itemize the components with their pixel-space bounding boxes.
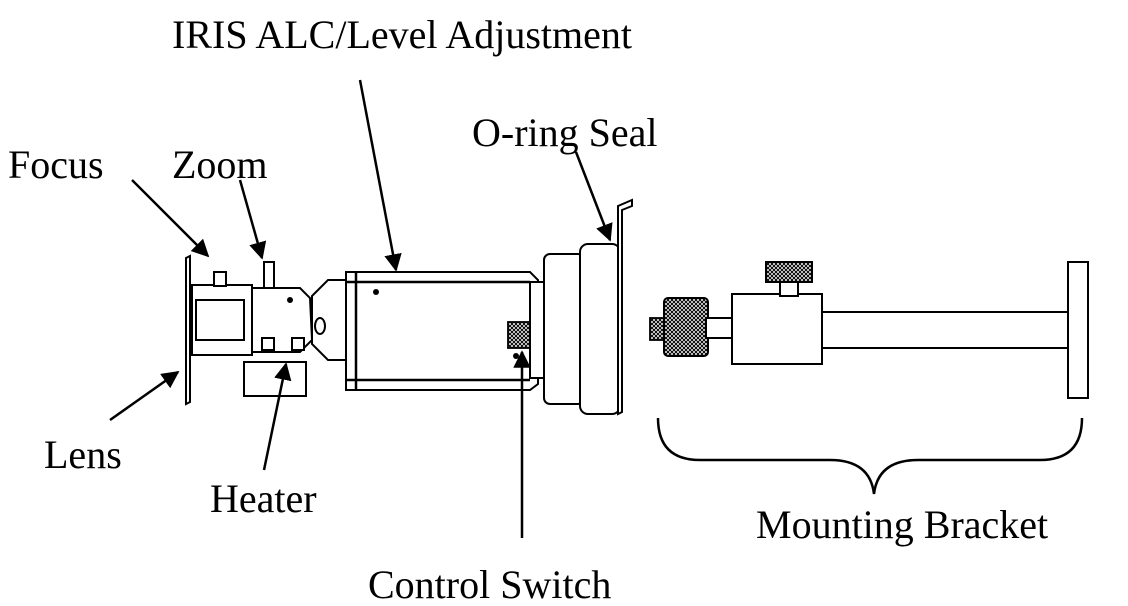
heater-label: Heater bbox=[210, 476, 317, 521]
oring-label: O-ring Seal bbox=[472, 110, 658, 155]
camera-housing bbox=[345, 271, 545, 391]
mounting-bracket bbox=[649, 261, 1089, 495]
control-label: Control Switch bbox=[368, 562, 611, 606]
lens-assembly bbox=[185, 254, 347, 406]
iris-leader bbox=[358, 79, 402, 272]
lens-leader bbox=[109, 370, 180, 422]
zoom-label: Zoom bbox=[172, 142, 268, 187]
zoom-leader bbox=[238, 179, 267, 260]
oring-leader bbox=[574, 151, 613, 242]
mounting-label: Mounting Bracket bbox=[756, 502, 1048, 547]
leader-lines bbox=[109, 79, 613, 538]
heater-leader bbox=[262, 362, 292, 471]
focus-label: Focus bbox=[8, 142, 104, 187]
lens-label: Lens bbox=[44, 432, 122, 477]
focus-leader bbox=[131, 179, 210, 258]
iris-label: IRIS ALC/Level Adjustment bbox=[172, 12, 632, 57]
oring-seal-flange bbox=[543, 198, 633, 416]
